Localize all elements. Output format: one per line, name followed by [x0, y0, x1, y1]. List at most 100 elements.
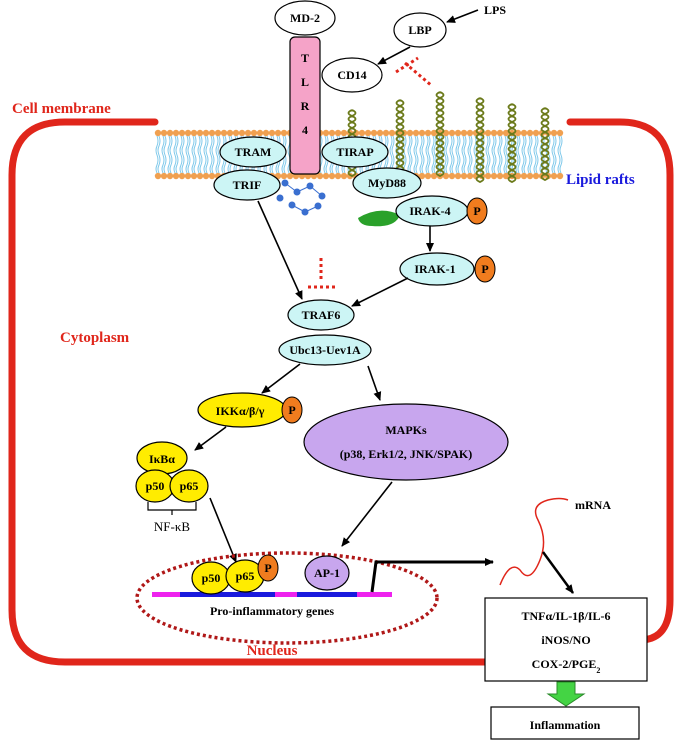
irak1-to-traf6-arrow — [351, 277, 409, 307]
lipid-head — [496, 172, 504, 180]
lipid-head — [460, 172, 468, 180]
p65-label: p65 — [236, 569, 255, 583]
lipid-head — [160, 172, 168, 180]
mapks-label: MAPKs — [385, 423, 427, 437]
lipid-head — [220, 129, 228, 137]
lipid-head — [316, 172, 324, 180]
mediator-line: COX-2/PGE2 — [532, 657, 601, 675]
nucleus-boundary — [135, 551, 439, 645]
lipid-head — [412, 129, 420, 137]
myd88-label: MyD88 — [368, 176, 406, 190]
lipid-tail — [191, 135, 197, 156]
lipid-tail — [413, 135, 419, 156]
lipid-tail — [527, 154, 533, 174]
lipid-head — [550, 172, 558, 180]
ikk-label: IKKα/β/γ — [216, 404, 265, 418]
mapks-subtitle: (p38, Erk1/2, JNK/SPAK) — [340, 447, 472, 461]
lipid-head — [190, 172, 198, 180]
lipid-head — [484, 172, 492, 180]
lipid-tail — [425, 135, 431, 156]
lipid-tail — [179, 135, 185, 156]
lipid-head — [286, 172, 294, 180]
lipid-raft-helices — [347, 91, 550, 183]
lipid-head — [460, 129, 468, 137]
lipid-head — [196, 172, 204, 180]
lipid-head — [202, 172, 210, 180]
p65-label: p65 — [180, 479, 199, 493]
lipid-tail — [503, 135, 509, 156]
ubc13-to-mapks-arrow — [367, 365, 382, 401]
lipid-tail — [461, 154, 467, 174]
lipid-head — [502, 129, 510, 137]
ikk-to-ikba-arrow — [194, 426, 227, 451]
lipid-head — [466, 129, 474, 137]
lipid-head — [430, 172, 438, 180]
lipid-head — [190, 129, 198, 137]
lipid-tail — [197, 135, 203, 156]
inflammation-box — [490, 706, 640, 740]
lipid-head — [424, 172, 432, 180]
tirap-node — [321, 136, 389, 168]
mapks-to-ap1-arrow — [341, 481, 393, 547]
mediators-box — [484, 597, 648, 682]
lipid-tail — [449, 135, 455, 156]
lipid-head — [520, 172, 528, 180]
lipid-head — [172, 172, 180, 180]
lipid-tail — [209, 154, 215, 174]
lipid-head — [550, 129, 558, 137]
lipid-tail — [161, 154, 167, 174]
lipid-tail — [467, 135, 473, 156]
mapks-node — [303, 403, 509, 481]
irak4-label: IRAK-4 — [409, 204, 450, 218]
trif-to-traf6-arrow — [257, 200, 303, 300]
mediator-line-main: COX-2/PGE — [532, 657, 597, 671]
lipid-tail — [389, 135, 395, 156]
lipid-head — [196, 129, 204, 137]
myd88-node — [352, 167, 422, 199]
lipid-tail — [215, 154, 221, 174]
nfkb-to-nucleus-arrow — [209, 497, 237, 563]
lipid-head — [256, 129, 264, 137]
lipid-head — [442, 129, 450, 137]
lipid-head — [424, 129, 432, 137]
lipid-head — [154, 129, 162, 137]
lipid-head — [262, 129, 270, 137]
dna-strand — [152, 592, 392, 597]
lipid-head — [340, 172, 348, 180]
lipid-head — [556, 172, 564, 180]
lipid-tail — [191, 154, 197, 174]
phospho-badge — [466, 197, 488, 225]
lipid-tail — [155, 154, 161, 174]
lipid-tail — [197, 154, 203, 174]
lipid-head — [322, 172, 330, 180]
tlr4-letter: L — [301, 75, 309, 89]
mrna-strand — [499, 497, 569, 586]
lipid-head — [244, 129, 252, 137]
lipid-head — [274, 129, 282, 137]
lipid-head — [226, 129, 234, 137]
lipid-head — [340, 129, 348, 137]
lipid-head — [322, 129, 330, 137]
ubc13-to-ikk-arrow — [261, 363, 301, 394]
lipid-tail — [155, 135, 161, 156]
lipid-tail — [485, 135, 491, 156]
lipid-tail — [449, 154, 455, 174]
lipid-tail — [473, 154, 479, 174]
lipid-head — [532, 172, 540, 180]
pro-inflammatory-genes-label: Pro-inflammatory genes — [210, 604, 334, 618]
lipid-head — [418, 129, 426, 137]
mediator-line: iNOS/NO — [541, 633, 590, 647]
cell-membrane-outline — [8, 118, 674, 666]
phospho-label: P — [264, 561, 271, 575]
lipid-head — [166, 172, 174, 180]
mediator-line: TNFα/IL-1β/IL-6 — [521, 609, 610, 623]
lipid-tail — [209, 135, 215, 156]
lipid-head — [160, 129, 168, 137]
irak1-label: IRAK-1 — [414, 262, 455, 276]
lipid-head — [232, 129, 240, 137]
lipid-tail — [419, 135, 425, 156]
lps-label: LPS — [484, 3, 506, 17]
lipid-head — [208, 172, 216, 180]
lipid-tail — [173, 135, 179, 156]
